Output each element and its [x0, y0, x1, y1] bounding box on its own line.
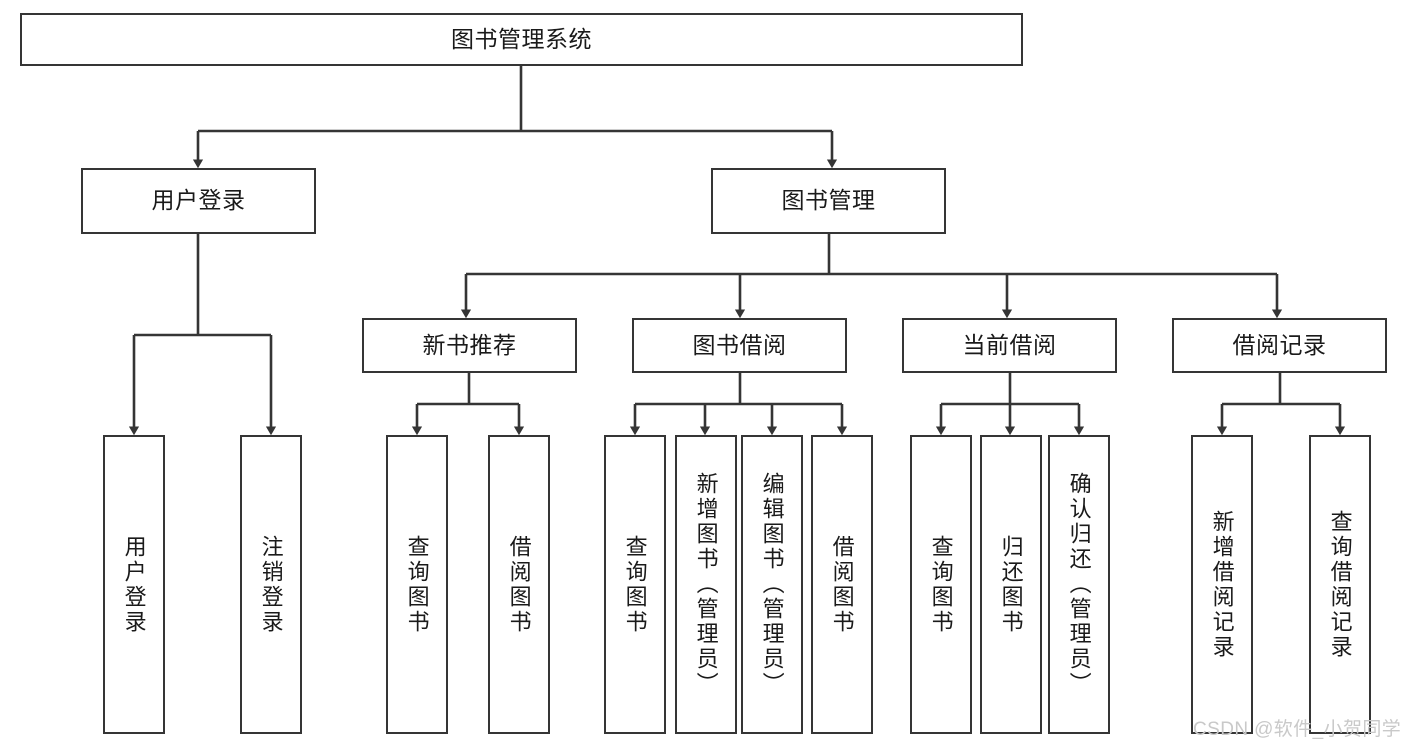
- leaf-borrow-book-1[interactable]: 借阅图书: [488, 435, 550, 734]
- leaf-return-book-label: 归还图书: [998, 534, 1024, 635]
- leaf-logout-login-label: 注销登录: [258, 534, 284, 635]
- node-new-book-recommend-label: 新书推荐: [422, 331, 517, 358]
- node-root[interactable]: 图书管理系统: [20, 13, 1023, 66]
- node-book-borrow[interactable]: 图书借阅: [632, 318, 847, 373]
- leaf-add-book-label: 新增图书（管理员）: [693, 472, 719, 697]
- node-current-borrow[interactable]: 当前借阅: [902, 318, 1117, 373]
- node-book-management-label: 图书管理: [781, 187, 876, 214]
- node-book-management[interactable]: 图书管理: [711, 168, 946, 234]
- leaf-user-login[interactable]: 用户登录: [103, 435, 165, 734]
- leaf-query-book-3[interactable]: 查询图书: [910, 435, 972, 734]
- leaf-add-record[interactable]: 新增借阅记录: [1191, 435, 1253, 734]
- node-root-label: 图书管理系统: [451, 25, 592, 52]
- node-borrow-record-label: 借阅记录: [1232, 331, 1327, 358]
- leaf-confirm-return[interactable]: 确认归还（管理员）: [1048, 435, 1110, 734]
- leaf-return-book[interactable]: 归还图书: [980, 435, 1042, 734]
- node-book-borrow-label: 图书借阅: [692, 331, 787, 358]
- leaf-borrow-book-2[interactable]: 借阅图书: [811, 435, 873, 734]
- leaf-query-book-3-label: 查询图书: [928, 534, 954, 635]
- node-current-borrow-label: 当前借阅: [962, 331, 1057, 358]
- leaf-add-book[interactable]: 新增图书（管理员）: [675, 435, 737, 734]
- leaf-borrow-book-2-label: 借阅图书: [829, 534, 855, 635]
- leaf-user-login-label: 用户登录: [121, 534, 147, 635]
- leaf-query-book-2-label: 查询图书: [622, 534, 648, 635]
- leaf-query-book-1-label: 查询图书: [404, 534, 430, 635]
- leaf-confirm-return-label: 确认归还（管理员）: [1066, 472, 1092, 697]
- leaf-add-record-label: 新增借阅记录: [1209, 509, 1235, 660]
- watermark-csdn: CSDN @软件_小贺同学: [1193, 719, 1402, 740]
- node-new-book-recommend[interactable]: 新书推荐: [362, 318, 577, 373]
- leaf-borrow-book-1-label: 借阅图书: [506, 534, 532, 635]
- leaf-query-record-label: 查询借阅记录: [1327, 509, 1353, 660]
- leaf-query-book-2[interactable]: 查询图书: [604, 435, 666, 734]
- leaf-query-record[interactable]: 查询借阅记录: [1309, 435, 1371, 734]
- leaf-edit-book[interactable]: 编辑图书（管理员）: [741, 435, 803, 734]
- leaf-edit-book-label: 编辑图书（管理员）: [759, 472, 785, 697]
- leaf-query-book-1[interactable]: 查询图书: [386, 435, 448, 734]
- node-user-login-label: 用户登录: [151, 187, 246, 214]
- node-borrow-record[interactable]: 借阅记录: [1172, 318, 1387, 373]
- node-user-login[interactable]: 用户登录: [81, 168, 316, 234]
- leaf-logout-login[interactable]: 注销登录: [240, 435, 302, 734]
